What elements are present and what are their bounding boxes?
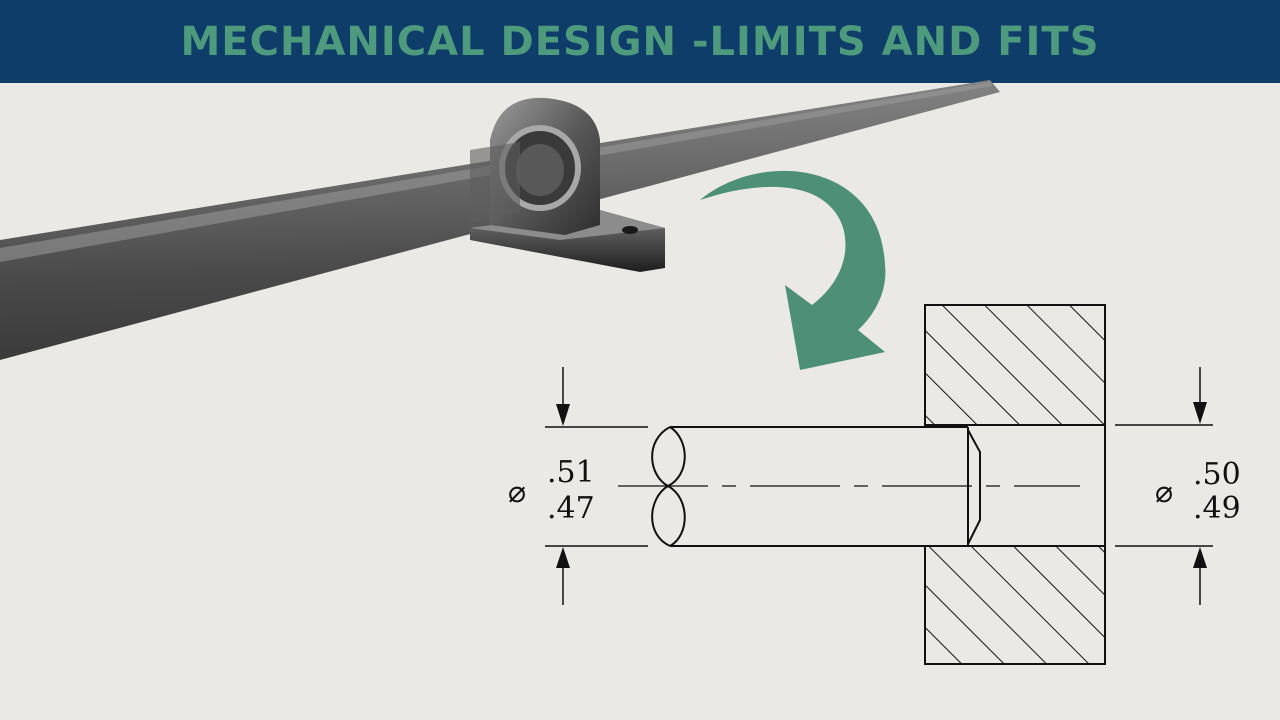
bearing-illustration (0, 80, 1000, 360)
bearing-inner (516, 144, 564, 196)
hole-block-lower (924, 545, 1106, 665)
hole-upper-limit: .50 (1193, 457, 1241, 492)
curved-arrow-icon (700, 170, 886, 370)
hole-dimension: ⌀ .50 .49 (1155, 457, 1241, 526)
mount-hole (622, 226, 638, 234)
shaft-dimension: ⌀ .51 .47 (508, 455, 595, 526)
left-arrowhead-top (556, 404, 570, 426)
shaft-upper-limit: .51 (547, 455, 595, 490)
right-arrowhead-bottom (1193, 547, 1207, 568)
hole-diameter-symbol: ⌀ (1155, 475, 1173, 510)
left-arrowhead-bottom (556, 547, 570, 568)
shaft-diameter-symbol: ⌀ (508, 475, 526, 510)
right-arrowhead-top (1193, 402, 1207, 424)
shaft-chamfer (967, 429, 981, 545)
shaft-3d-front (470, 142, 520, 222)
limits-fits-drawing (545, 304, 1213, 665)
page-title: MECHANICAL DESIGN -LIMITS AND FITS (180, 18, 1100, 65)
title-banner: MECHANICAL DESIGN -LIMITS AND FITS (0, 0, 1280, 83)
shaft-lower-limit: .47 (547, 491, 595, 526)
hole-block-upper (924, 304, 1106, 426)
hole-lower-limit: .49 (1193, 491, 1241, 526)
